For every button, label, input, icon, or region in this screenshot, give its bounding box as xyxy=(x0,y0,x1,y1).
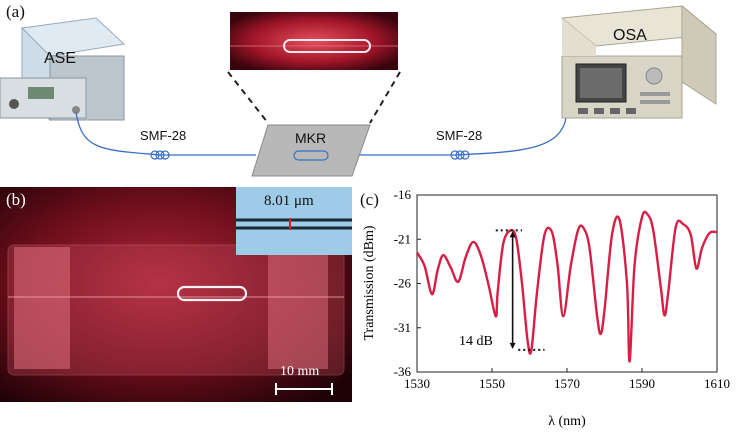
x-tick-label: 1590 xyxy=(629,376,655,391)
x-tick-label: 1570 xyxy=(554,376,580,391)
x-axis-label: λ (nm) xyxy=(548,414,586,429)
y-tick-label: -16 xyxy=(394,187,412,202)
osa-box xyxy=(560,4,718,119)
panel-a-label: (a) xyxy=(6,2,25,21)
y-tick-label: -31 xyxy=(394,320,411,335)
y-tick-label: -21 xyxy=(394,231,411,246)
arrow-head-bottom xyxy=(509,342,516,349)
y-axis-label: Transmission (dBm) xyxy=(362,225,377,340)
ase-box xyxy=(0,17,126,122)
ase-label: ASE xyxy=(44,50,77,67)
panel-b-label: (b) xyxy=(6,190,26,209)
fiber-label-right: SMF-28 xyxy=(436,128,483,143)
annotation-label: 14 dB xyxy=(459,334,493,349)
series-line xyxy=(415,210,718,363)
fiber-line xyxy=(75,111,567,156)
osa-label: OSA xyxy=(613,27,647,44)
sample-photo xyxy=(0,187,352,402)
plot-frame xyxy=(416,194,718,373)
y-tick-label: -36 xyxy=(394,364,412,379)
mkr-label: MKR xyxy=(295,130,327,146)
extinction-annotation xyxy=(495,229,545,351)
panel-c-label: (c) xyxy=(360,190,379,209)
scale-bar xyxy=(275,383,333,395)
setup-schematic xyxy=(0,4,718,177)
x-tick-label: 1530 xyxy=(404,376,430,391)
x-tick-label: 1550 xyxy=(479,376,505,391)
y-tick-label: -26 xyxy=(394,276,412,291)
fiber-coil-right xyxy=(450,150,470,160)
x-tick-label: 1610 xyxy=(704,376,730,391)
inset-width-label: 8.01 μm xyxy=(264,193,314,209)
transmission-chart: 1530 1550 1570 1590 1610 -16 -21 -26 -31 -36 Tran… xyxy=(362,187,730,429)
arrow-head-top xyxy=(509,231,516,238)
scale-bar-label: 10 mm xyxy=(280,364,320,379)
fiber-coil-left xyxy=(150,150,170,160)
fiber-label-left: SMF-28 xyxy=(140,128,187,143)
